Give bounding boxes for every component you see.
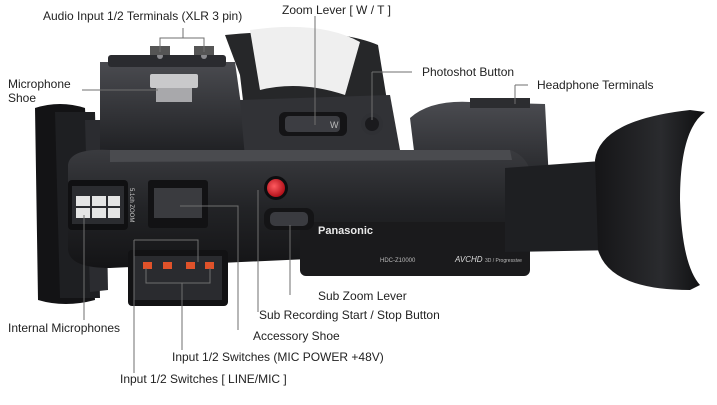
mic-badge-text: 5.1ch ZOOM xyxy=(128,188,134,222)
label-sub-zoom-lever: Sub Zoom Lever xyxy=(318,289,407,303)
label-accessory-shoe: Accessory Shoe xyxy=(253,329,340,343)
label-microphone-shoe: Microphone Shoe xyxy=(8,77,78,105)
label-input-line-mic: Input 1/2 Switches [ LINE/MIC ] xyxy=(120,372,287,386)
label-zoom-lever: Zoom Lever [ W / T ] xyxy=(282,3,391,17)
label-microphone-shoe-line1: Microphone xyxy=(8,77,71,91)
zoom-w-mark: W xyxy=(330,120,339,130)
label-audio-input: Audio Input 1/2 Terminals (XLR 3 pin) xyxy=(43,9,243,23)
label-photoshot-button: Photoshot Button xyxy=(422,65,515,79)
accessory-shoe-graphic xyxy=(148,180,208,228)
viewfinder xyxy=(505,110,705,290)
label-headphone-terminals: Headphone Terminals xyxy=(537,78,654,92)
sub-zoom-lever-graphic xyxy=(264,208,314,230)
label-microphone-shoe-line2: Shoe xyxy=(8,91,37,105)
label-internal-microphones: Internal Microphones xyxy=(8,321,121,335)
zoom-lever-graphic: W xyxy=(279,112,347,136)
input-switch-panel xyxy=(128,250,228,306)
photoshot-button-graphic xyxy=(361,113,383,135)
avchd-sub-print: 3D / Progressive xyxy=(485,258,522,264)
sub-recording-button-graphic xyxy=(264,176,288,200)
avchd-print: AVCHD xyxy=(454,255,483,264)
model-print: HDC-Z10000 xyxy=(380,258,416,264)
callout-lines xyxy=(82,16,528,373)
label-sub-recording-button: Sub Recording Start / Stop Button xyxy=(259,308,440,322)
brand-print: Panasonic xyxy=(318,225,373,237)
top-handle xyxy=(100,46,248,160)
handle-arch xyxy=(225,26,400,160)
internal-mic-grille: 5.1ch ZOOM xyxy=(68,180,134,230)
label-input-mic-power: Input 1/2 Switches (MIC POWER +48V) xyxy=(172,350,384,364)
